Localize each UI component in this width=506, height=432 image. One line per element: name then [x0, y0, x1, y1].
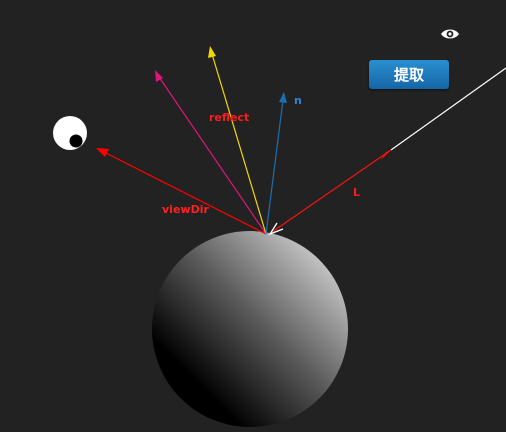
label-viewdir: viewDir — [162, 203, 209, 216]
vector-reflect — [155, 70, 267, 235]
shaded-sphere — [152, 231, 348, 427]
label-reflect: reflect — [209, 111, 249, 124]
extract-button[interactable]: 提取 — [369, 60, 449, 89]
eye-icon — [53, 116, 87, 150]
light-ray — [390, 67, 506, 151]
label-l: L — [353, 186, 360, 199]
vector-n — [265, 92, 287, 235]
label-n: n — [294, 94, 302, 107]
vector-l — [268, 149, 392, 236]
vector-yellow — [208, 46, 267, 235]
visibility-eye-icon[interactable] — [440, 26, 460, 42]
vector-viewdir — [96, 148, 267, 235]
